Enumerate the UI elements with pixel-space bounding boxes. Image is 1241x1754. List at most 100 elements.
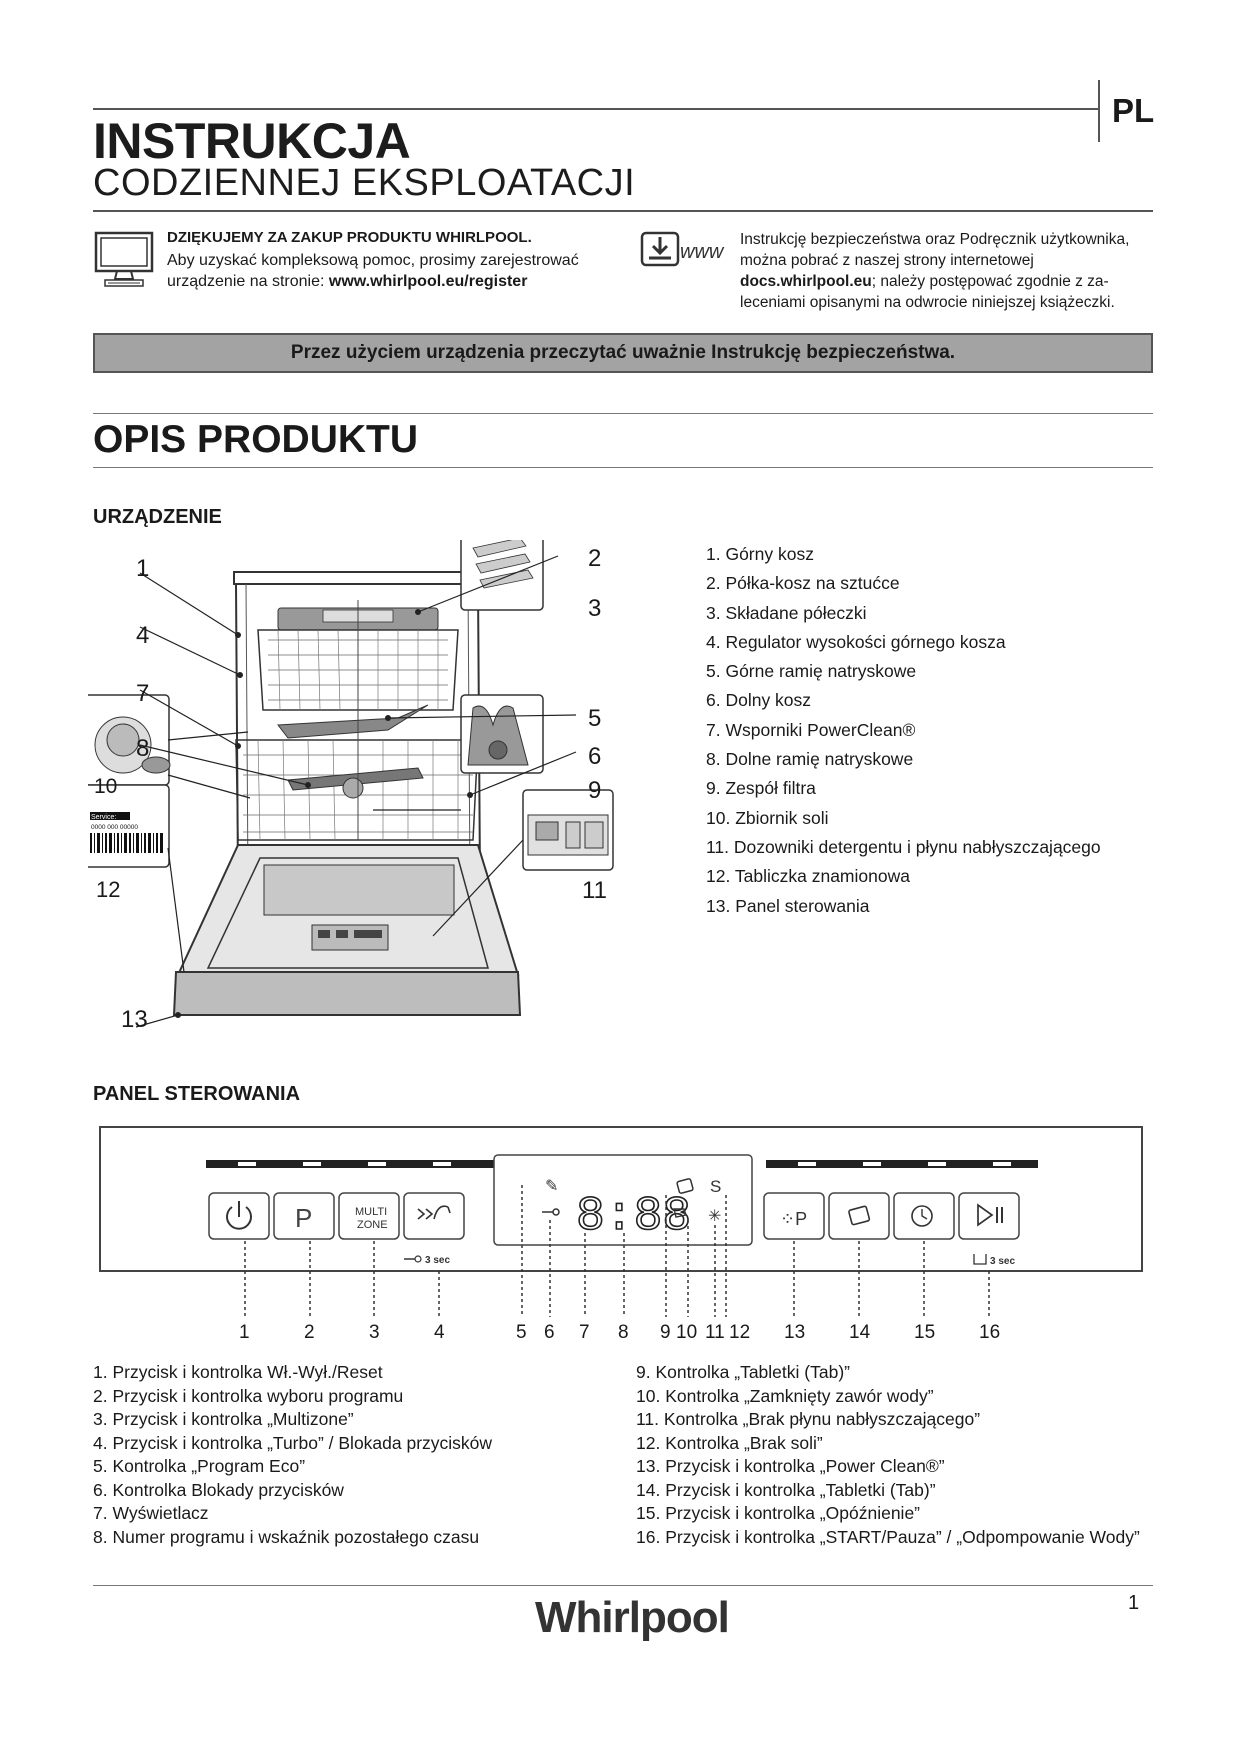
list-item: 9. Zespół filtra bbox=[706, 778, 816, 799]
callout-1: 1 bbox=[136, 555, 150, 582]
callout-12: 12 bbox=[96, 877, 121, 902]
whirlpool-logo: Whirlpool bbox=[535, 1593, 730, 1642]
power-clean-icon: ⁘P bbox=[780, 1209, 807, 1229]
list-item: 11. Kontrolka „Brak płynu nabłyszczające… bbox=[636, 1409, 981, 1429]
rating-plate-service: Service: bbox=[91, 814, 116, 821]
multizone-label-1: MULTI bbox=[355, 1206, 387, 1218]
panel-num-12: 12 bbox=[729, 1322, 751, 1343]
callout-3: 3 bbox=[588, 595, 602, 622]
list-item: 7. Wyświetlacz bbox=[93, 1503, 209, 1523]
list-item: 16. Przycisk i kontrolka „START/Pauza” /… bbox=[636, 1526, 1140, 1547]
panel-num-8: 8 bbox=[618, 1322, 629, 1343]
list-item: 12. Kontrolka „Brak soli” bbox=[636, 1432, 823, 1453]
register-link[interactable]: www.whirlpool.eu/register bbox=[328, 273, 528, 290]
panel-num-3: 3 bbox=[369, 1322, 380, 1343]
list-item: 6. Kontrolka Blokady przycisków bbox=[93, 1479, 344, 1500]
callout-10: 10 bbox=[94, 775, 118, 798]
title-rule bbox=[93, 210, 1153, 212]
monitor-icon bbox=[94, 231, 154, 287]
control-legend-right: 9. Kontrolka „Tabletki (Tab)” 10. Kontro… bbox=[636, 1361, 1140, 1549]
callout-7: 7 bbox=[136, 680, 150, 707]
salt-s-icon: S bbox=[710, 1177, 721, 1196]
callout-13: 13 bbox=[121, 1006, 148, 1033]
list-item: 9. Kontrolka „Tabletki (Tab)” bbox=[636, 1362, 850, 1382]
docs-link[interactable]: docs.whirlpool.eu bbox=[740, 273, 872, 290]
eco-leaf-icon: ✎ bbox=[545, 1178, 558, 1195]
control-legend-left: 1. Przycisk i kontrolka Wł.-Wył./Reset 2… bbox=[93, 1361, 492, 1549]
header-vertical-rule bbox=[1098, 80, 1100, 142]
appliance-parts-list: 1. Górny kosz 2. Półka-kosz na sztućce 3… bbox=[706, 540, 1101, 921]
page-number: 1 bbox=[1128, 1592, 1140, 1614]
panel-num-13: 13 bbox=[784, 1322, 806, 1343]
callout-6: 6 bbox=[588, 743, 602, 770]
page-subtitle: CODZIENNEJ EKSPLOATACJI bbox=[93, 162, 636, 204]
page-title: INSTRUKCJA bbox=[93, 113, 411, 169]
callout-2: 2 bbox=[588, 545, 602, 572]
list-item: 4. Regulator wysokości górnego kosza bbox=[706, 631, 1006, 652]
drain-hint: 3 sec bbox=[990, 1256, 1015, 1267]
list-item: 8. Dolne ramię natryskowe bbox=[706, 749, 914, 770]
thanks-text: Aby uzyskać kompleksową pomoc, prosimy z… bbox=[167, 250, 627, 292]
list-item: 10. Kontrolka „Zamknięty zawór wody” bbox=[636, 1385, 934, 1406]
section-title: OPIS PRODUKTU bbox=[93, 418, 419, 461]
program-button-label: P bbox=[295, 1203, 312, 1233]
callout-8: 8 bbox=[136, 735, 150, 762]
docs-line4: leceniami opisanymi na odwrocie niniejsz… bbox=[740, 294, 1115, 311]
download-www-icon: www bbox=[640, 231, 725, 267]
panel-num-5: 5 bbox=[516, 1322, 527, 1343]
docs-line1: Instrukcję bezpieczeństwa oraz Podręczni… bbox=[740, 231, 1130, 248]
list-item: 3. Składane półeczki bbox=[706, 602, 867, 623]
appliance-heading: URZĄDZENIE bbox=[93, 506, 222, 528]
language-code: PL bbox=[1112, 92, 1155, 129]
callout-4: 4 bbox=[136, 622, 150, 649]
list-item: 15. Przycisk i kontrolka „Opóźnienie” bbox=[636, 1503, 920, 1523]
header-rule bbox=[93, 108, 1099, 110]
control-panel-heading: PANEL STEROWANIA bbox=[93, 1083, 301, 1105]
list-item: 8. Numer programu i wskaźnik pozostałego… bbox=[93, 1526, 480, 1547]
list-item: 3. Przycisk i kontrolka „Multizone” bbox=[93, 1409, 354, 1429]
panel-num-14: 14 bbox=[849, 1322, 871, 1343]
list-item: 1. Przycisk i kontrolka Wł.-Wył./Reset bbox=[93, 1362, 383, 1382]
panel-num-7: 7 bbox=[579, 1322, 590, 1343]
panel-num-10: 10 bbox=[676, 1322, 698, 1343]
list-item: 1. Górny kosz bbox=[706, 544, 814, 564]
safety-banner: Przez użyciem urządzenia przeczytać uważ… bbox=[93, 333, 1153, 373]
docs-line3: ; należy postępować zgodnie z za- bbox=[871, 273, 1109, 290]
list-item: 13. Przycisk i kontrolka „Power Clean®” bbox=[636, 1456, 945, 1476]
thanks-text-line2: urządzenie na stronie: bbox=[167, 273, 329, 290]
footer-rule bbox=[93, 1585, 1153, 1586]
list-item: 14. Przycisk i kontrolka „Tabletki (Tab)… bbox=[636, 1479, 936, 1500]
docs-text: Instrukcję bezpieczeństwa oraz Podręczni… bbox=[740, 229, 1165, 313]
thanks-text-line1: Aby uzyskać kompleksową pomoc, prosimy z… bbox=[167, 252, 579, 269]
rating-plate-code: 0000 000 00000 bbox=[91, 824, 138, 831]
list-item: 5. Górne ramię natryskowe bbox=[706, 661, 917, 682]
list-item: 10. Zbiornik soli bbox=[706, 807, 829, 828]
control-panel-diagram: P MULTI ZONE 3 sec ✎ 8:88 S ✳ ⁘P 3 sec bbox=[99, 1126, 1143, 1317]
list-item: 11. Dozowniki detergentu i płynu nabłysz… bbox=[706, 836, 1101, 857]
rinse-aid-icon: ✳ bbox=[708, 1208, 721, 1225]
callout-9: 9 bbox=[588, 777, 602, 804]
list-item: 13. Panel sterowania bbox=[706, 895, 870, 916]
multizone-label-2: ZONE bbox=[357, 1219, 388, 1231]
dishwasher-diagram: Service: 0000 000 00000 bbox=[88, 540, 614, 1028]
list-item: 7. Wsporniki PowerClean® bbox=[706, 719, 916, 740]
section-rule-bottom bbox=[93, 467, 1153, 468]
panel-num-1: 1 bbox=[239, 1322, 250, 1343]
thanks-heading: DZIĘKUJEMY ZA ZAKUP PRODUKTU WHIRLPOOL. bbox=[167, 229, 532, 246]
callout-11: 11 bbox=[582, 877, 607, 904]
panel-num-4: 4 bbox=[434, 1322, 445, 1343]
display-digits: 8:88 bbox=[576, 1190, 691, 1244]
panel-num-9: 9 bbox=[660, 1322, 671, 1343]
list-item: 5. Kontrolka „Program Eco” bbox=[93, 1456, 306, 1476]
list-item: 6. Dolny kosz bbox=[706, 690, 812, 711]
panel-num-11: 11 bbox=[705, 1322, 725, 1343]
list-item: 2. Przycisk i kontrolka wyboru programu bbox=[93, 1385, 404, 1406]
list-item: 4. Przycisk i kontrolka „Turbo” / Blokad… bbox=[93, 1432, 493, 1453]
section-rule-top bbox=[93, 413, 1153, 414]
list-item: 2. Półka-kosz na sztućce bbox=[706, 573, 900, 594]
panel-num-6: 6 bbox=[544, 1322, 555, 1343]
docs-line2: można pobrać z naszej strony internetowe… bbox=[740, 252, 1034, 269]
panel-num-15: 15 bbox=[914, 1322, 936, 1343]
callout-5: 5 bbox=[588, 705, 602, 732]
panel-num-16: 16 bbox=[979, 1322, 1001, 1343]
